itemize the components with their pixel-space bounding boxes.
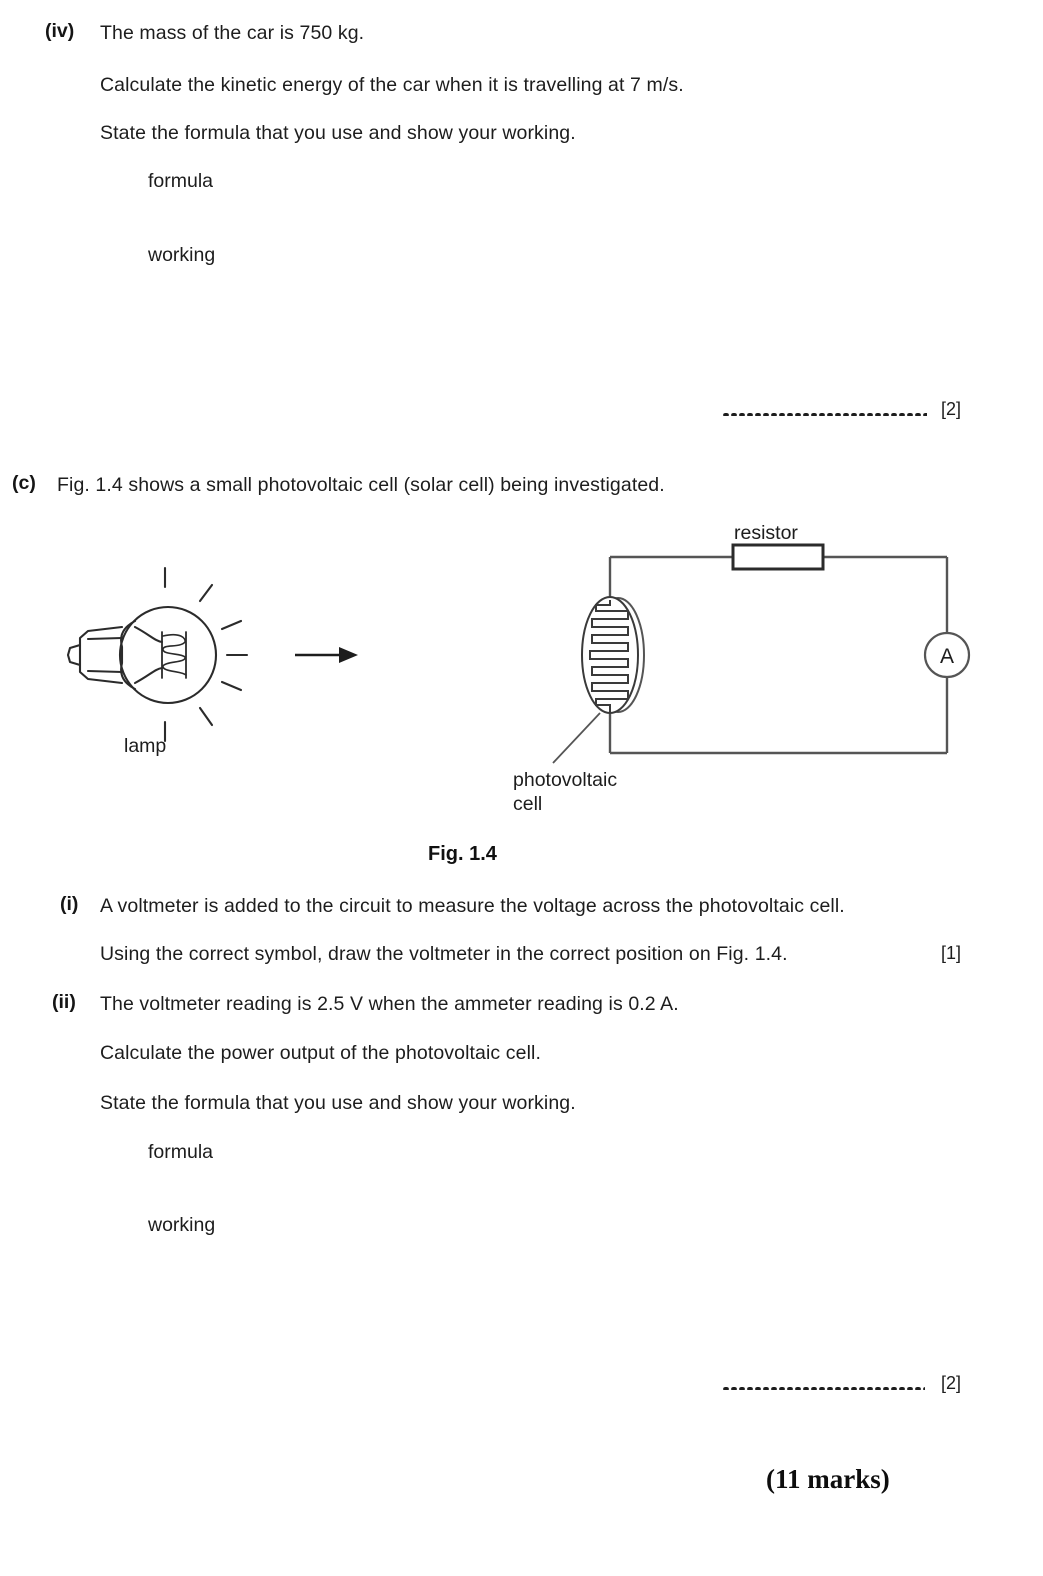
question-marker-c-ii: (ii) [52, 991, 76, 1013]
light-direction-arrow [295, 647, 358, 663]
question-marker-iv: (iv) [45, 20, 75, 42]
formula-label-iv: formula [148, 170, 214, 192]
question-c-ii-line-3: State the formula that you use and show … [100, 1092, 576, 1114]
lamp-label: lamp [124, 735, 167, 757]
question-c-i-line-1: A voltmeter is added to the circuit to m… [100, 895, 845, 917]
resistor-label: resistor [734, 522, 798, 544]
ammeter-letter: A [940, 645, 954, 668]
photovoltaic-cell-leader [552, 712, 601, 764]
working-label-iv: working [148, 244, 216, 266]
ammeter-symbol [923, 631, 971, 679]
figure-caption: Fig. 1.4 [428, 843, 497, 865]
lamp-rays [163, 566, 249, 743]
question-marker-c: (c) [12, 472, 36, 494]
photovoltaic-cell-label-line2: cell [513, 793, 543, 815]
circuit-wires [608, 555, 949, 755]
total-marks: (11 marks) [766, 1464, 890, 1494]
marks-c-ii: [2] [941, 1373, 962, 1393]
figure-1-4: A lamp resistor photovoltaic cell [0, 505, 1043, 835]
question-iv-line-1: The mass of the car is 750 kg. [100, 22, 365, 44]
question-c-ii-line-2: Calculate the power output of the photov… [100, 1042, 541, 1064]
question-marker-c-i: (i) [60, 893, 79, 915]
question-c-i-line-2: Using the correct symbol, draw the voltm… [100, 943, 788, 965]
figure-1-4-drawing: A [66, 543, 971, 764]
question-c-ii-line-1: The voltmeter reading is 2.5 V when the … [100, 993, 679, 1015]
answer-line-c-ii[interactable] [722, 1384, 925, 1390]
question-iv-line-2: Calculate the kinetic energy of the car … [100, 74, 684, 96]
answer-line-iv[interactable] [722, 410, 927, 416]
question-c-intro: Fig. 1.4 shows a small photovoltaic cell… [57, 474, 665, 496]
lamp-symbol [66, 605, 218, 705]
formula-label-c-ii: formula [148, 1141, 214, 1163]
marks-c-i: [1] [941, 943, 962, 963]
question-iv-line-3: State the formula that you use and show … [100, 122, 576, 144]
working-label-c-ii: working [148, 1214, 216, 1236]
photovoltaic-cell-symbol [581, 596, 645, 714]
resistor-symbol [731, 543, 825, 571]
photovoltaic-cell-label-line1: photovoltaic [513, 769, 618, 791]
marks-iv: [2] [941, 399, 962, 419]
